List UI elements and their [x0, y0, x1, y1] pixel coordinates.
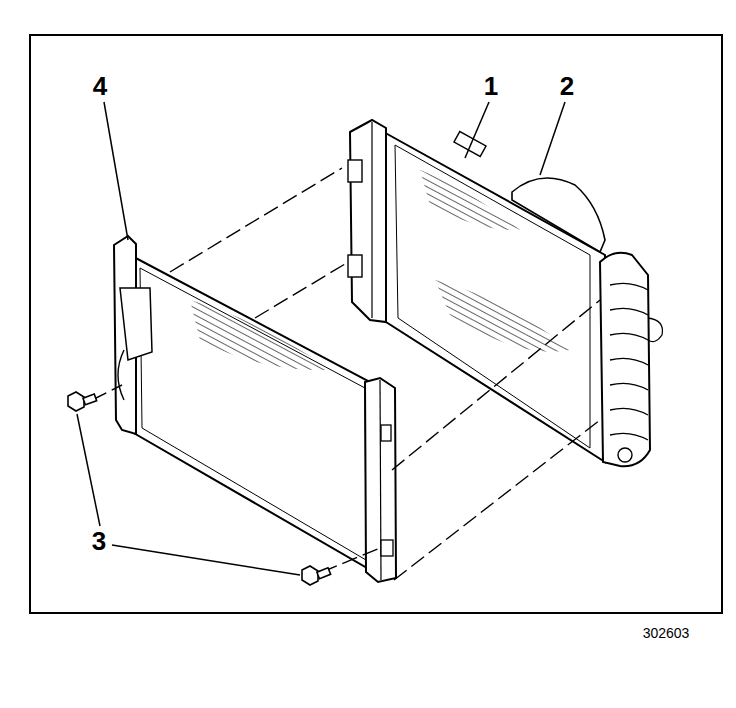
frame: [30, 35, 722, 613]
alignment-lines: [92, 168, 600, 580]
callout-number: 1: [482, 72, 500, 100]
callout-number: 4: [91, 72, 109, 100]
condenser: [114, 236, 396, 582]
bolt: [68, 392, 331, 585]
figure-number: 302603: [641, 625, 692, 641]
leader-lines: [77, 102, 565, 575]
callout-number: 3: [90, 527, 108, 555]
callout-number: 2: [558, 72, 576, 100]
